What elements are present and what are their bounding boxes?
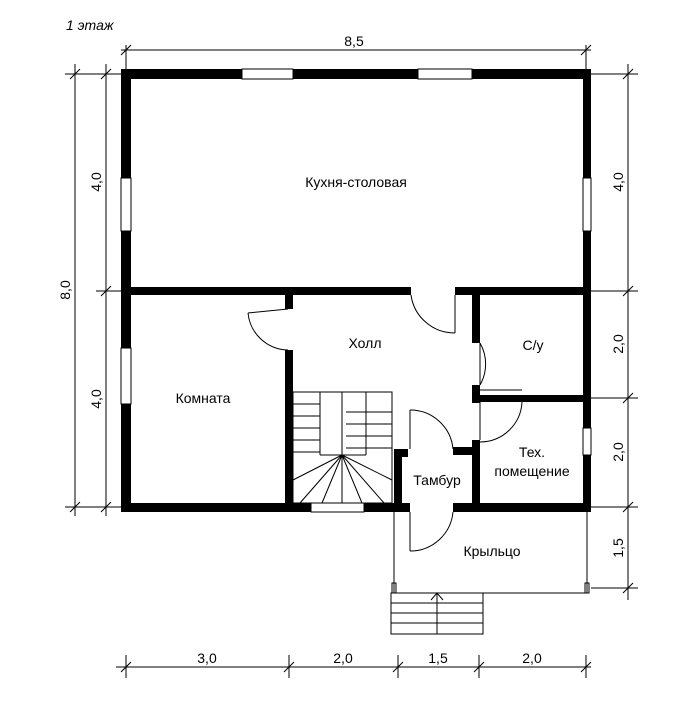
room-porch-label: Крыльцо [463,543,520,559]
dim-left-upper: 4,0 [88,172,104,192]
room-kitchen-label: Кухня-столовая [305,174,407,190]
staircase [292,391,393,504]
room-labels: Кухня-столовая Холл Комната С/у Тех. пом… [176,174,570,559]
porch [390,512,590,635]
dim-top-total: 8,5 [344,33,364,49]
room-tech-label-line1: Тех. [519,444,545,460]
dim-bottom-4: 2,0 [522,650,542,666]
room-room-label: Комната [176,390,231,406]
doors [247,294,523,552]
room-tech-label-line2: помещение [494,463,569,479]
floor-title: 1 этаж [66,17,114,33]
walls [121,69,591,512]
dim-bottom-1: 3,0 [197,650,217,666]
dim-right-upper: 4,0 [610,172,626,192]
dim-right-mid1: 2,0 [610,334,626,354]
dim-right-mid2: 2,0 [610,442,626,462]
dim-left-total: 8,0 [57,280,73,300]
dim-bottom-3: 1,5 [428,650,448,666]
dim-bottom-2: 2,0 [333,650,353,666]
dimension-labels: 8,5 8,0 4,0 4,0 4,0 2,0 2,0 1,5 3,0 2,0 … [57,33,626,666]
dim-right-porch: 1,5 [610,538,626,558]
room-wc-label: С/у [523,337,544,353]
dimension-lines [65,44,638,678]
dim-left-lower: 4,0 [88,389,104,409]
room-hall-label: Холл [349,335,382,351]
room-vestibule-label: Тамбур [413,472,461,488]
